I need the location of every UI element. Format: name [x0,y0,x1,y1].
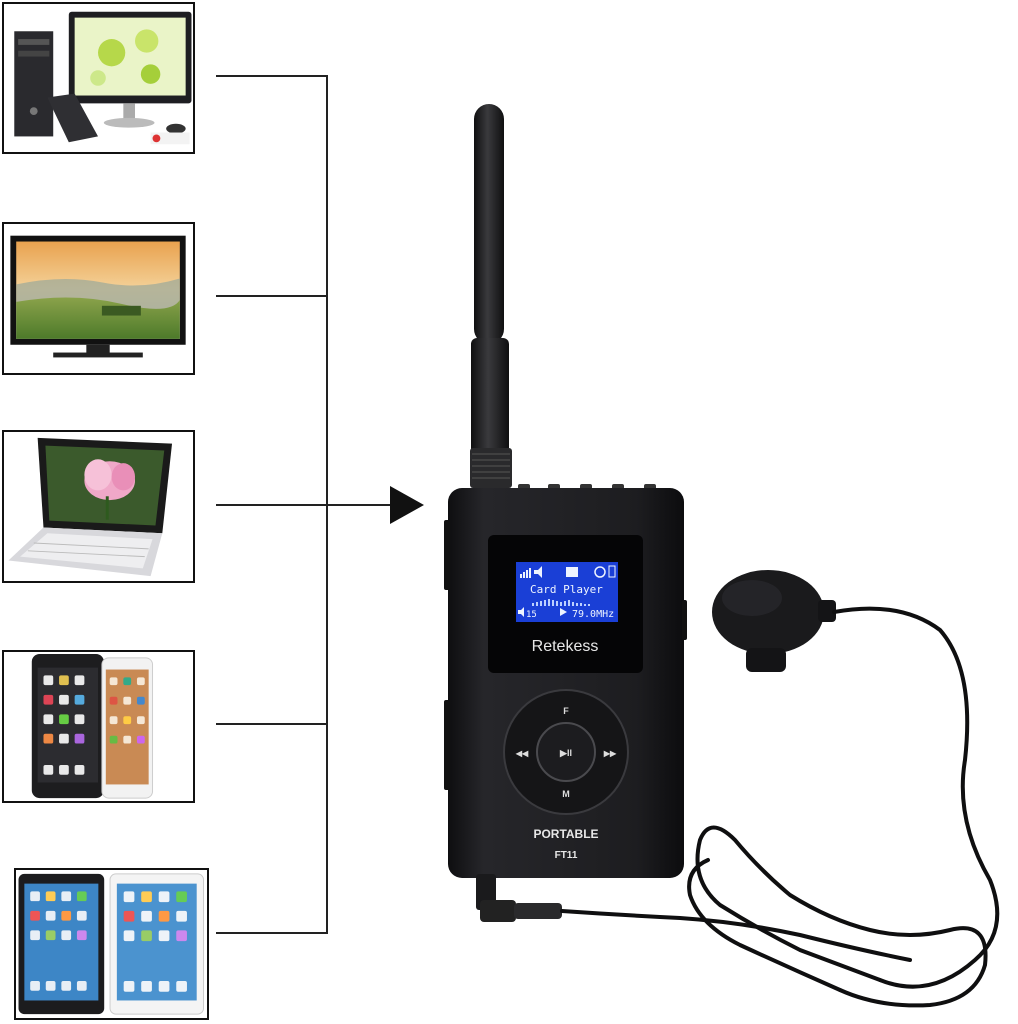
battery-icon [608,565,616,578]
smartphones-thumbnail [2,650,195,803]
antenna [470,104,512,488]
card-icon [566,567,578,577]
tablets-thumbnail [14,868,209,1020]
speaker-icon [534,566,542,578]
microphone-cable [560,606,1000,1008]
play-pause-icon[interactable]: ▶II [559,748,572,758]
brand-label: Retekess [532,638,599,655]
next-button-icon[interactable]: ▶▶ [603,749,617,758]
volume-icon [518,607,524,617]
model-label: FT11 [555,850,578,861]
television-thumbnail [2,222,195,375]
arrow-right-icon [390,486,424,524]
lcd-volume: 15 [526,610,537,620]
microphone-clip [746,648,786,672]
audio-jack [476,874,562,922]
control-wheel[interactable] [503,689,629,815]
spectrum-bars [532,599,590,606]
prev-button-icon[interactable]: ◀◀ [515,749,529,758]
desktop-computer-thumbnail [2,2,195,154]
repeat-icon [594,566,606,578]
lcd-mode-text: Card Player [530,583,603,596]
play-pause-button[interactable] [536,722,596,782]
lcd-frequency: 79.0MHz [572,609,614,620]
mode-button-label[interactable]: M [562,789,570,799]
forward-button-label[interactable]: F [563,706,569,716]
signal-icon [520,568,531,578]
play-indicator-icon [560,608,567,616]
laptop-thumbnail [2,430,195,583]
model-line-label: PORTABLE [533,827,598,841]
